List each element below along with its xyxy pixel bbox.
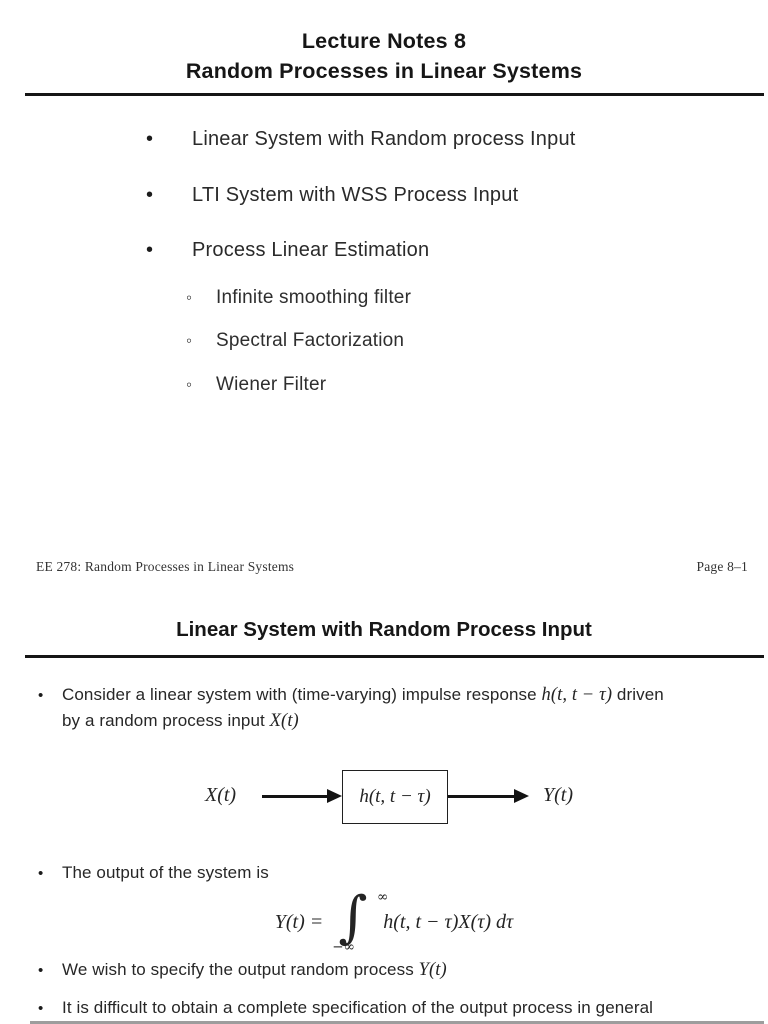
bullet-item: • LTI System with WSS Process Input [146,184,518,207]
bullet-icon: • [38,865,44,882]
system-block-label: h(t, t − τ) [359,786,431,807]
bullet-label: Linear System with Random process Input [192,128,576,150]
system-block: h(t, t − τ) [342,770,448,824]
footer-course: EE 278: Random Processes in Linear Syste… [36,559,295,574]
title-line-1: Lecture Notes 8 [301,29,467,53]
text-segment: Consider a linear system with (time-vary… [62,685,542,704]
slide-1-title: Lecture Notes 8 Random Processes in Line… [0,26,768,86]
bullet-icon: • [38,1000,44,1017]
sub-bullet-label: Wiener Filter [216,374,327,395]
bullet-label: LTI System with WSS Process Input [192,184,519,206]
bullet-icon: • [38,962,44,979]
math-input-process: X(t) [269,711,299,731]
sub-bullet-label: Infinite smoothing filter [216,287,412,308]
upper-limit: ∞ [377,889,389,905]
bullet-item: • The output of the system is [38,860,269,886]
math-output-process: Y(t) [418,960,447,980]
bullet-icon: • [146,128,154,150]
diagram-output-label: Y(t) [543,784,573,806]
title-divider-rule [25,655,764,658]
bullet-output-label: The output of the system is [62,863,269,882]
slide-2-title: Linear System with Random Process Input [176,618,592,641]
bullet-difficult-label: It is difficult to obtain a complete spe… [62,998,654,1017]
output-equation: Y(t) = ∫ ∞ −∞ h(t, t − τ)X(τ) dτ [0,886,768,956]
text-segment: by a random process input [62,711,270,730]
bullet-icon: • [146,239,154,261]
sub-bullet-item: ◦ Wiener Filter [186,374,326,396]
diagram-input-label: X(t) [205,784,237,806]
bullet-icon: • [146,184,154,206]
integral-sign: ∫ ∞ −∞ [330,886,388,956]
bullet-item: • It is difficult to obtain a complete s… [38,995,653,1021]
circle-bullet-icon: ◦ [186,375,193,394]
text-segment: We wish to specify the output random pro… [62,960,419,979]
lower-limit: −∞ [332,939,355,955]
text-segment: driven [612,685,664,704]
title-line-2: Random Processes in Linear Systems [185,59,583,83]
bullet-item: • Consider a linear system with (time-va… [38,682,754,734]
bullet-consider-text: Consider a linear system with (time-vary… [62,682,664,734]
equation-lhs: Y(t) = [274,910,324,933]
sub-bullet-item: ◦ Spectral Factorization [186,330,404,352]
integral-glyph: ∫ [338,885,368,950]
cutoff-content-band [30,1021,764,1024]
footer-page-number: Page 8–1 [696,559,748,574]
bullet-item: • We wish to specify the output random p… [38,957,447,983]
circle-bullet-icon: ◦ [186,288,193,307]
circle-bullet-icon: ◦ [186,331,193,350]
bullet-item: • Process Linear Estimation [146,239,429,262]
bullet-label: Process Linear Estimation [192,239,430,261]
title-divider-rule [25,93,764,96]
bullet-item: • Linear System with Random process Inpu… [146,128,576,151]
bullet-icon: • [38,687,44,704]
sub-bullet-item: ◦ Infinite smoothing filter [186,287,411,309]
sub-bullet-label: Spectral Factorization [216,330,405,351]
bullet-specify-text: We wish to specify the output random pro… [62,957,447,983]
equation-integrand: h(t, t − τ)X(τ) dτ [383,910,514,933]
math-impulse-response: h(t, t − τ) [541,685,613,705]
